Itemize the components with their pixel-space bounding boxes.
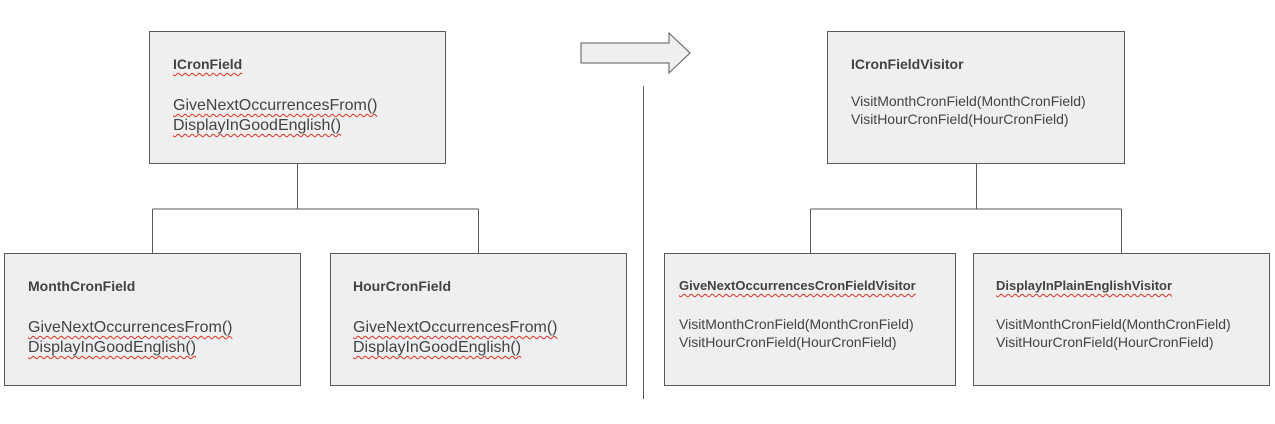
method-visit-month-cron-field: VisitMonthCronField(MonthCronField) xyxy=(679,316,914,332)
method-give-next-occurrences: GiveNextOccurrencesFrom() xyxy=(173,97,378,114)
method-visit-month-cron-field: VisitMonthCronField(MonthCronField) xyxy=(851,93,1086,109)
right-arrow-icon xyxy=(580,31,691,75)
displayinplainenglish-visitor-methods: VisitMonthCronField(MonthCronField) Visi… xyxy=(996,315,1231,351)
method-visit-hour-cron-field: VisitHourCronField(HourCronField) xyxy=(996,334,1214,350)
icronfieldvisitor-methods: VisitMonthCronField(MonthCronField) Visi… xyxy=(851,92,1086,128)
method-give-next-occurrences: GiveNextOccurrencesFrom() xyxy=(353,319,558,336)
right-hierarchy-connector xyxy=(810,164,1122,254)
icronfield-title: ICronField xyxy=(173,56,243,72)
method-visit-hour-cron-field: VisitHourCronField(HourCronField) xyxy=(851,111,1069,127)
monthcronfield-methods: GiveNextOccurrencesFrom() DisplayInGoodE… xyxy=(28,318,232,358)
hourcronfield-box: HourCronField GiveNextOccurrencesFrom() … xyxy=(330,253,627,386)
method-visit-month-cron-field: VisitMonthCronField(MonthCronField) xyxy=(996,316,1231,332)
method-display-in-good-english: DisplayInGoodEnglish() xyxy=(173,117,342,134)
givenextoccurrences-visitor-title: GiveNextOccurrencesCronFieldVisitor xyxy=(679,278,916,293)
displayinplainenglish-visitor-title: DisplayInPlainEnglishVisitor xyxy=(996,278,1173,293)
icronfield-methods: GiveNextOccurrencesFrom() DisplayInGoodE… xyxy=(173,96,377,136)
monthcronfield-box: MonthCronField GiveNextOccurrencesFrom()… xyxy=(4,253,301,386)
method-display-in-good-english: DisplayInGoodEnglish() xyxy=(28,339,197,356)
method-give-next-occurrences: GiveNextOccurrencesFrom() xyxy=(28,319,233,336)
icronfieldvisitor-title: ICronFieldVisitor xyxy=(851,56,964,72)
hourcronfield-title: HourCronField xyxy=(353,278,451,294)
hourcronfield-methods: GiveNextOccurrencesFrom() DisplayInGoodE… xyxy=(353,318,557,358)
icronfieldvisitor-interface-box: ICronFieldVisitor VisitMonthCronField(Mo… xyxy=(827,31,1125,164)
givenextoccurrences-visitor-box: GiveNextOccurrencesCronFieldVisitor Visi… xyxy=(664,253,956,386)
method-display-in-good-english: DisplayInGoodEnglish() xyxy=(353,339,522,356)
givenextoccurrences-visitor-methods: VisitMonthCronField(MonthCronField) Visi… xyxy=(679,315,914,351)
icronfield-interface-box: ICronField GiveNextOccurrencesFrom() Dis… xyxy=(149,31,446,164)
monthcronfield-title: MonthCronField xyxy=(28,278,136,294)
method-visit-hour-cron-field: VisitHourCronField(HourCronField) xyxy=(679,334,897,350)
displayinplainenglish-visitor-box: DisplayInPlainEnglishVisitor VisitMonthC… xyxy=(973,253,1270,386)
left-hierarchy-connector xyxy=(152,164,479,254)
